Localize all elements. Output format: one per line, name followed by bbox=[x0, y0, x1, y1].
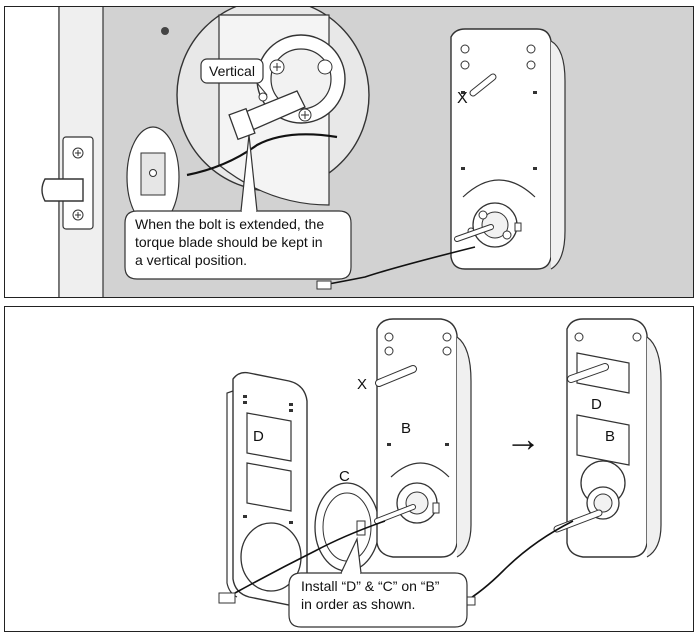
arrow-icon: → bbox=[505, 418, 541, 459]
d-label: D bbox=[253, 428, 264, 445]
cable-right bbox=[462, 520, 574, 604]
cover-d-window-2 bbox=[246, 462, 292, 512]
b-label: B bbox=[401, 420, 411, 437]
bottom-illustration: D C X B → D bbox=[218, 318, 662, 628]
top-illustration: Vertical X bbox=[5, 7, 566, 297]
torque-blade bbox=[228, 107, 256, 141]
bottom-callout-box bbox=[288, 572, 468, 628]
bottom-callout-text: Install “D” & “C” on “B” in order as sho… bbox=[301, 577, 471, 613]
cover-d-hole bbox=[240, 522, 302, 592]
callout-box bbox=[124, 210, 352, 280]
door-hole-small bbox=[161, 27, 169, 35]
vertical-label-box bbox=[200, 58, 264, 84]
bottom-callout-line-1: Install “D” & “C” on “B” bbox=[301, 578, 440, 594]
right-b-label: B bbox=[605, 428, 615, 445]
x-label-bottom: X bbox=[357, 376, 367, 393]
door-frame bbox=[5, 7, 60, 297]
vertical-label: Vertical bbox=[209, 63, 255, 79]
top-callout-line-1: When the bolt is extended, the bbox=[135, 216, 325, 232]
right-d-label: D bbox=[591, 396, 602, 413]
bottom-panel: D C X B → D bbox=[4, 306, 694, 632]
zoom-cable bbox=[186, 133, 338, 177]
cover-d-window-1 bbox=[246, 412, 292, 462]
top-panel: Vertical X When the bolt is extend bbox=[4, 6, 694, 298]
bottom-callout-line-2: in order as shown. bbox=[301, 596, 416, 612]
c-label: C bbox=[339, 468, 350, 485]
x-label: X bbox=[457, 90, 468, 107]
top-callout-text: When the bolt is extended, the torque bl… bbox=[135, 215, 347, 269]
top-callout-line-3: a vertical position. bbox=[135, 252, 248, 268]
cable-connector bbox=[316, 280, 332, 290]
connector-bottom bbox=[218, 592, 236, 604]
bolt bbox=[41, 178, 84, 202]
top-callout-line-2: torque blade should be kept in bbox=[135, 234, 323, 250]
rear-cable bbox=[322, 246, 476, 286]
